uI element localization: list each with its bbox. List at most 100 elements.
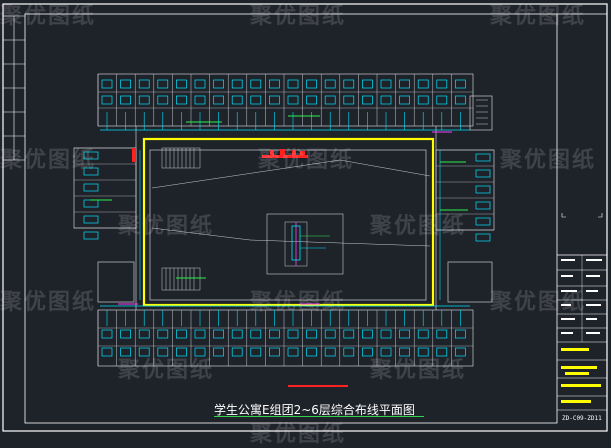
outlet-symbol bbox=[362, 79, 373, 89]
outlet-symbol bbox=[138, 329, 150, 339]
outlet-symbol bbox=[194, 79, 206, 89]
outlet-symbol bbox=[269, 347, 280, 357]
outlet-symbol bbox=[194, 347, 206, 357]
outlet-symbol bbox=[324, 329, 336, 339]
central-detail bbox=[266, 213, 344, 275]
outlet-symbol bbox=[343, 347, 355, 357]
outlet-symbol bbox=[157, 95, 169, 105]
outlet-symbol bbox=[138, 347, 150, 357]
watermark-text: 聚优图纸 bbox=[500, 148, 597, 173]
watermark-text: 聚优图纸 bbox=[490, 290, 587, 315]
outlet-symbol bbox=[306, 95, 317, 105]
outlet-symbol bbox=[194, 329, 206, 339]
outlet-symbol bbox=[475, 217, 491, 226]
outlet-symbol bbox=[250, 347, 262, 357]
outlet-symbol bbox=[343, 95, 355, 105]
outlet-symbol bbox=[324, 79, 336, 89]
outlet-symbol bbox=[417, 347, 429, 357]
inner-frame bbox=[24, 13, 558, 424]
outlet-symbol bbox=[83, 167, 99, 176]
outlet-symbol bbox=[380, 347, 392, 357]
outlet-symbol bbox=[83, 183, 99, 192]
outlet-symbol bbox=[213, 95, 224, 105]
outlet-symbol bbox=[120, 329, 131, 339]
outlet-symbol bbox=[436, 95, 448, 105]
outlet-symbol bbox=[287, 79, 299, 89]
outlet-symbol bbox=[231, 95, 243, 105]
outer-frame bbox=[2, 3, 608, 432]
outlet-symbol bbox=[380, 329, 392, 339]
outlet-symbol bbox=[475, 185, 491, 194]
outlet-symbol bbox=[157, 347, 169, 357]
cad-drawing-canvas: 聚优图纸聚优图纸聚优图纸聚优图纸聚优图纸聚优图纸聚优图纸聚优图纸聚优图纸聚优图纸… bbox=[0, 3, 608, 447]
title-underline bbox=[214, 416, 424, 417]
outlet-symbol bbox=[101, 95, 113, 105]
outlet-symbol bbox=[176, 79, 187, 89]
outlet-symbol bbox=[231, 329, 243, 339]
outlet-symbol bbox=[250, 329, 262, 339]
outlet-symbol bbox=[138, 79, 150, 89]
outlet-symbol bbox=[343, 329, 355, 339]
watermark-text: 聚优图纸 bbox=[250, 422, 347, 447]
outlet-symbol bbox=[362, 347, 373, 357]
outlet-symbol bbox=[417, 95, 429, 105]
outlet-symbol bbox=[362, 95, 373, 105]
watermark-text: 聚优图纸 bbox=[250, 290, 347, 315]
watermark-text: 聚优图纸 bbox=[370, 214, 467, 239]
outlet-symbol bbox=[213, 79, 224, 89]
watermark-text: 聚优图纸 bbox=[258, 148, 355, 173]
outlet-symbol bbox=[380, 79, 392, 89]
floor-plan-svg bbox=[2, 3, 608, 432]
outlet-symbol bbox=[475, 153, 491, 162]
outlet-symbol bbox=[231, 79, 243, 89]
outlet-symbol bbox=[399, 347, 410, 357]
outlet-symbol bbox=[475, 201, 491, 210]
outlet-symbol bbox=[231, 347, 243, 357]
watermark-text: 聚优图纸 bbox=[118, 358, 215, 383]
outlet-symbol bbox=[269, 79, 280, 89]
outlet-symbol bbox=[83, 199, 99, 208]
outlet-symbol bbox=[436, 329, 448, 339]
outlet-symbol bbox=[287, 95, 299, 105]
title-block bbox=[557, 13, 607, 411]
outlet-symbol bbox=[306, 329, 317, 339]
outlet-symbol bbox=[324, 95, 336, 105]
drawing-title: 学生公寓E组团2~6层综合布线平面图 bbox=[214, 403, 415, 417]
outlet-symbol bbox=[83, 231, 99, 240]
outlet-symbol bbox=[194, 95, 206, 105]
outlet-symbol bbox=[343, 79, 355, 89]
floor-plan bbox=[73, 73, 495, 387]
outlet-symbol bbox=[157, 329, 169, 339]
watermark-text: 聚优图纸 bbox=[0, 4, 97, 29]
watermark-text: 聚优图纸 bbox=[250, 4, 347, 29]
outlet-symbol bbox=[475, 233, 491, 242]
outlet-symbol bbox=[269, 95, 280, 105]
outlet-symbol bbox=[213, 347, 224, 357]
outlet-symbol bbox=[250, 79, 262, 89]
outlet-symbol bbox=[101, 347, 113, 357]
watermark-text: 聚优图纸 bbox=[370, 358, 467, 383]
outlet-symbol bbox=[120, 79, 131, 89]
outlet-symbol bbox=[417, 79, 429, 89]
outlet-symbol bbox=[250, 95, 262, 105]
outlet-symbol bbox=[176, 347, 187, 357]
outlet-symbol bbox=[120, 347, 131, 357]
outlet-symbol bbox=[399, 95, 410, 105]
outlet-symbol bbox=[455, 347, 466, 357]
outlet-symbol bbox=[306, 347, 317, 357]
drawing-number: ZD-C09-ZD11 bbox=[562, 415, 602, 422]
outlet-symbol bbox=[417, 329, 429, 339]
outlet-symbol bbox=[455, 329, 466, 339]
outlet-symbol bbox=[269, 329, 280, 339]
watermark-text: 聚优图纸 bbox=[118, 214, 215, 239]
outlet-symbol bbox=[324, 347, 336, 357]
outlet-symbol bbox=[380, 95, 392, 105]
outlet-symbol bbox=[399, 329, 410, 339]
outlet-symbol bbox=[436, 79, 448, 89]
outlet-symbol bbox=[83, 151, 99, 160]
outlet-symbol bbox=[399, 79, 410, 89]
red-annotation bbox=[132, 148, 348, 387]
watermark-text: 聚优图纸 bbox=[0, 290, 97, 315]
outlet-symbol bbox=[475, 169, 491, 178]
outlet-symbol bbox=[101, 329, 113, 339]
